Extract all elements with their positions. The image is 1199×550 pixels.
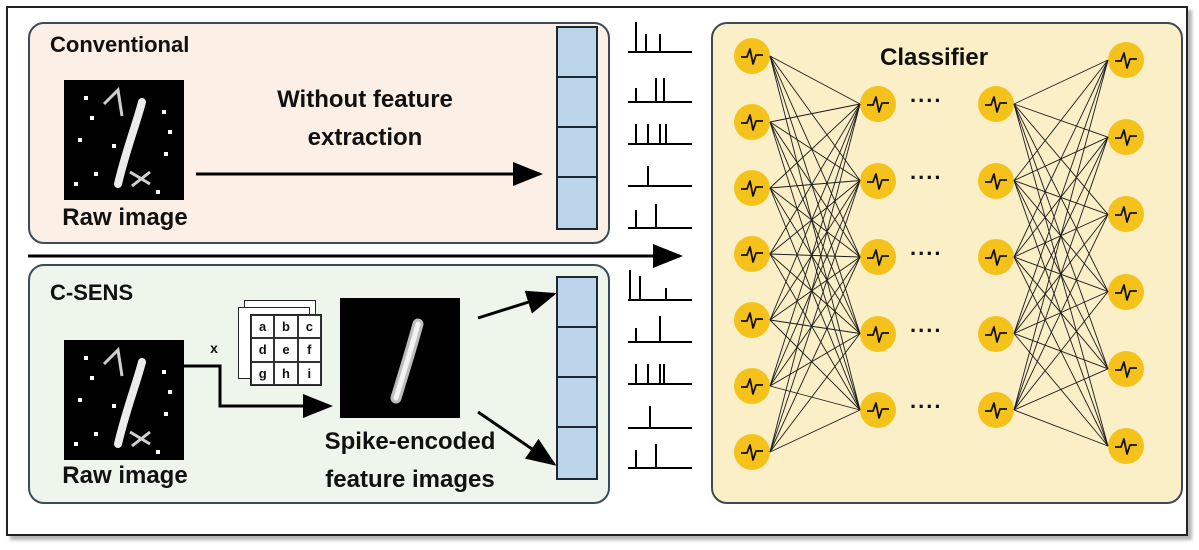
vector-cell — [558, 378, 596, 428]
hidden-neuron — [860, 86, 896, 122]
feature-label-1: Spike-encoded — [324, 428, 496, 455]
spike-waveform-icon — [1115, 206, 1137, 224]
spike-waveform-icon — [985, 96, 1007, 113]
input-neuron — [734, 434, 770, 470]
conventional-feature-vector — [556, 26, 598, 230]
spike-waveform-icon — [1115, 283, 1137, 301]
hidden-neuron — [860, 392, 896, 428]
ellipsis: .... — [910, 311, 943, 337]
kernel-cell: e — [274, 338, 298, 362]
spike-waveform-icon — [741, 180, 763, 197]
ellipsis: .... — [910, 158, 943, 184]
vector-cell — [558, 278, 596, 328]
kernel-cell: c — [297, 315, 321, 339]
spike-waveform-icon — [985, 249, 1007, 266]
vector-cell — [558, 78, 596, 128]
spike-waveform-icon — [1115, 129, 1137, 147]
hidden-neuron — [860, 162, 896, 199]
kernel-cell: b — [274, 315, 298, 339]
hidden-neuron — [860, 239, 896, 275]
ellipsis: .... — [910, 388, 943, 413]
feature-label-2: feature images — [325, 466, 495, 493]
conventional-title: Conventional — [50, 32, 190, 57]
spike-waveform-icon — [741, 246, 763, 263]
conventional-raw-image — [64, 80, 184, 200]
spike-waveform-icon — [741, 312, 763, 329]
output-neuron — [1108, 428, 1144, 464]
spike-waveform-icon — [741, 114, 763, 131]
input-neuron — [734, 170, 770, 206]
classifier-title: Classifier — [880, 44, 989, 71]
spike-encoded-feature-image — [340, 298, 460, 418]
input-neuron — [734, 302, 770, 338]
spike-waveform-icon — [867, 249, 889, 266]
output-neuron — [1108, 42, 1144, 78]
kernel-cell: d — [251, 338, 275, 362]
spike-waveform-icon — [741, 378, 763, 395]
vector-cell — [558, 128, 596, 178]
spike-waveform-icon — [1115, 52, 1137, 69]
spike-waveform-icon — [985, 325, 1007, 343]
vector-cell — [558, 28, 596, 78]
spike-waveform-icon — [741, 48, 763, 65]
output-neuron — [1108, 273, 1144, 310]
vector-cell — [558, 328, 596, 378]
output-neuron — [1108, 119, 1144, 156]
spike-waveform-icon — [1115, 360, 1137, 378]
kernel-cell: i — [297, 361, 321, 385]
conventional-arrow-label-2: extraction — [307, 124, 423, 151]
output-neuron — [1108, 196, 1144, 233]
kernel-cell: h — [274, 361, 298, 385]
vector-cell — [558, 178, 596, 228]
input-neuron — [734, 38, 770, 74]
spike-waveform-icon — [985, 402, 1007, 419]
multiply-label: x — [210, 340, 218, 356]
hidden-neuron — [978, 162, 1014, 199]
conventional-arrow-label-1: Without feature — [277, 86, 453, 113]
csens-title: C-SENS — [50, 280, 134, 305]
spike-waveform-icon — [741, 444, 763, 461]
hidden-neuron — [978, 315, 1014, 352]
spike-waveform-icon — [867, 172, 889, 190]
csens-raw-image — [64, 340, 184, 460]
spike-waveform-icon — [867, 96, 889, 113]
kernel-cell: f — [297, 338, 321, 362]
spike-waveform-icon — [985, 172, 1007, 190]
input-neuron — [734, 368, 770, 404]
ellipsis: .... — [910, 82, 943, 107]
spike-waveform-icon — [867, 325, 889, 343]
input-neuron — [734, 104, 770, 140]
ellipsis: .... — [910, 235, 943, 260]
vector-cell — [558, 428, 596, 478]
spike-waveform-icon — [1115, 438, 1137, 455]
hidden-neuron — [978, 86, 1014, 122]
output-neuron — [1108, 350, 1144, 387]
conventional-raw-image-label: Raw image — [62, 204, 188, 231]
hidden-neuron — [860, 315, 896, 352]
input-neuron — [734, 236, 770, 272]
csens-raw-image-label: Raw image — [62, 462, 188, 489]
kernel-cell: g — [251, 361, 275, 385]
hidden-neuron — [978, 392, 1014, 428]
hidden-neuron — [978, 239, 1014, 275]
csens-feature-vector — [556, 276, 598, 480]
kernel-cell: a — [251, 315, 275, 339]
spike-waveform-icon — [867, 402, 889, 419]
